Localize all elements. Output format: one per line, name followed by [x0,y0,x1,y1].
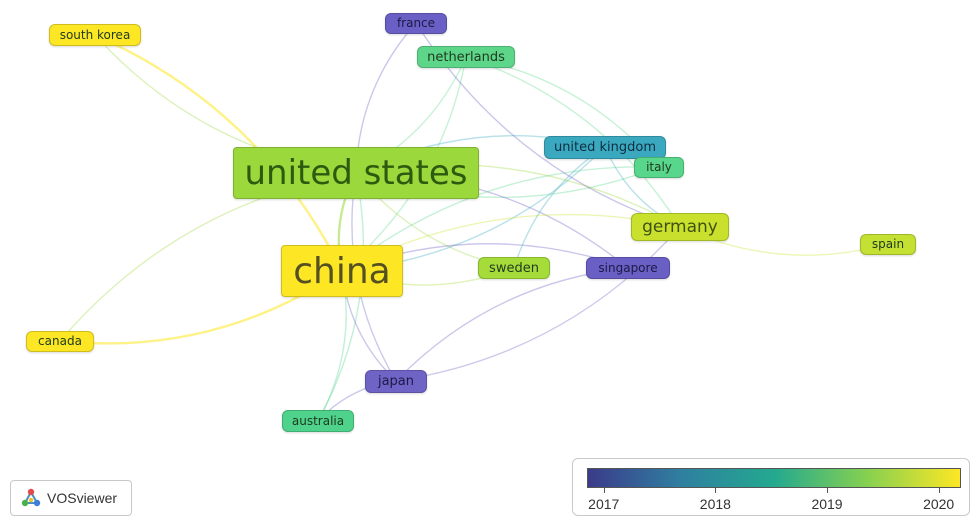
color-scale-tick [938,487,940,493]
node-label: australia [291,414,345,428]
node-label: singapore [598,261,658,275]
node-china[interactable]: china [281,245,403,297]
node-singapore[interactable]: singapore [586,257,670,279]
node-australia[interactable]: australia [282,410,354,432]
node-label: france [396,16,436,30]
node-label: italy [646,160,672,174]
vosviewer-logo-text: VOSviewer [47,490,118,506]
node-france[interactable]: france [385,12,447,34]
node-sweden[interactable]: sweden [478,257,550,279]
color-scale-tick-label: 2019 [811,496,843,512]
color-scale-bar [587,468,961,488]
node-japan[interactable]: japan [365,369,427,393]
vosviewer-logo-icon [21,488,41,507]
node-italy[interactable]: italy [634,156,684,178]
node-canada[interactable]: canada [26,330,94,352]
link-germany-netherlands [465,56,681,228]
link-united-states-australia [317,172,365,422]
color-scale-tick [715,487,717,493]
node-label: united kingdom [553,139,657,155]
node-label: germany [642,217,718,237]
node-germany[interactable]: germany [631,213,729,241]
color-scale-tick-label: 2017 [588,496,620,512]
link-china-italy [341,166,660,272]
node-south-korea[interactable]: south korea [49,24,141,46]
node-label: china [293,250,391,292]
node-united-states[interactable]: united states [233,147,479,199]
color-scale-tick [603,487,605,493]
link-layer [59,22,889,422]
color-scale-tick-label: 2018 [699,496,731,512]
node-spain[interactable]: spain [860,233,916,255]
node-label: sweden [489,260,539,276]
node-netherlands[interactable]: netherlands [417,46,515,68]
color-scale-tick-label: 2020 [923,496,955,512]
vosviewer-logo[interactable]: VOSviewer [10,480,132,516]
link-germany-japan [395,226,681,382]
color-scale: 2017 2018 2019 2020 [572,458,970,516]
node-label: netherlands [427,49,505,65]
node-label: united states [244,153,468,193]
node-label: south korea [59,28,131,42]
node-united-kingdom[interactable]: united kingdom [544,135,666,159]
link-china-south-korea [94,33,344,272]
node-label: spain [871,237,905,251]
node-label: canada [38,334,82,348]
color-scale-tick [827,487,829,493]
node-label: japan [377,373,415,389]
